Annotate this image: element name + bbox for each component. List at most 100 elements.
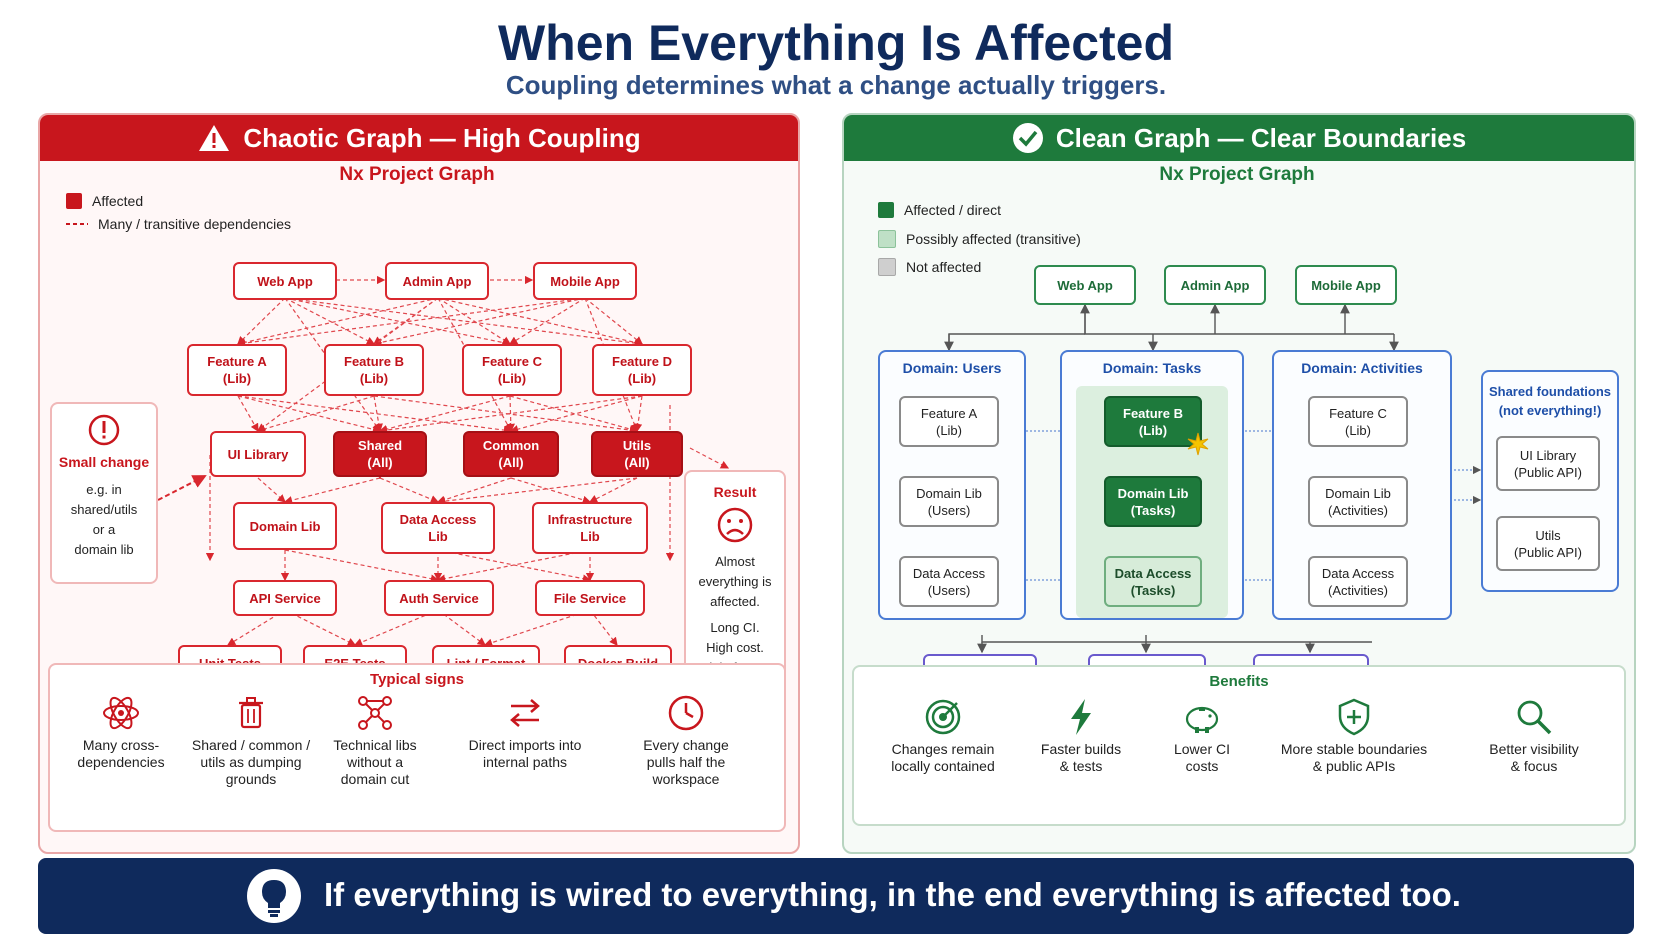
arrows-icon bbox=[510, 699, 540, 727]
legend-label: Possibly affected (transitive) bbox=[906, 231, 1081, 247]
dashed-line-icon bbox=[66, 223, 88, 225]
small-change-line: domain lib bbox=[74, 542, 134, 557]
node-sublabel: (Activities) bbox=[1328, 582, 1388, 598]
benefit-line: More stable boundaries bbox=[1280, 741, 1428, 757]
node-sublabel: (Lib) bbox=[497, 371, 527, 386]
node-sublabel: Lib bbox=[428, 529, 448, 544]
page-subtitle: Coupling determines what a change actual… bbox=[505, 70, 1167, 100]
benefit-contained: Changes remain locally contained bbox=[868, 697, 1018, 775]
sign-dumping-grounds: Shared / common / utils as dumping groun… bbox=[176, 693, 326, 788]
node-sublabel: (Lib) bbox=[935, 422, 962, 438]
activities-data-access: Data Access(Activities) bbox=[1308, 556, 1408, 607]
activities-feature-c: Feature C(Lib) bbox=[1308, 396, 1408, 447]
node-sublabel: (Users) bbox=[927, 582, 971, 598]
node-shared: Shared(All) bbox=[333, 431, 427, 477]
node-sublabel: (Activities) bbox=[1328, 502, 1388, 518]
benefit-line: & tests bbox=[1059, 758, 1103, 774]
exclamation-icon bbox=[88, 414, 120, 446]
sign-direct-imports: Direct imports into internal paths bbox=[440, 693, 610, 771]
activities-domain-lib: Domain Lib(Activities) bbox=[1308, 476, 1408, 527]
node-feature-b: Feature B(Lib) bbox=[324, 344, 424, 396]
sad-face-icon bbox=[717, 507, 753, 543]
legend-possibly-affected: Possibly affected (transitive) bbox=[878, 230, 1081, 248]
sign-line: pulls half the bbox=[646, 754, 726, 770]
tasks-feature-b: Feature B(Lib) bbox=[1104, 396, 1202, 447]
node-label: Feature A bbox=[920, 405, 978, 421]
node-label: Common bbox=[482, 438, 540, 453]
node-feature-a: Feature A(Lib) bbox=[187, 344, 287, 396]
benefits-title: Benefits bbox=[1209, 673, 1269, 690]
result-line: High cost. bbox=[706, 640, 764, 655]
shield-icon bbox=[1338, 698, 1370, 736]
sign-line: Shared / common / bbox=[191, 737, 311, 753]
node-ui-library: UI Library bbox=[210, 431, 306, 477]
legend-affected-direct: Affected / direct bbox=[878, 202, 1001, 218]
legend-label: Not affected bbox=[906, 259, 982, 275]
benefit-line: locally contained bbox=[891, 758, 995, 774]
left-graph-title: Nx Project Graph bbox=[339, 164, 495, 185]
node-sublabel: Lib bbox=[580, 529, 600, 544]
sign-line: workspace bbox=[652, 771, 720, 787]
network-icon bbox=[358, 696, 392, 730]
node-common: Common (All) bbox=[463, 431, 559, 477]
node-label: Data Access bbox=[912, 565, 986, 581]
lightning-icon bbox=[1071, 699, 1091, 735]
small-change-line: shared/utils bbox=[70, 502, 138, 517]
sign-line: without a bbox=[346, 754, 404, 770]
node-domain-lib: Domain Lib bbox=[233, 502, 337, 550]
result-callout: Result Almost everything is affected. Lo… bbox=[684, 470, 786, 690]
users-data-access: Data Access(Users) bbox=[899, 556, 999, 607]
node-sublabel: (Public API) bbox=[1514, 464, 1582, 480]
tasks-data-access: Data Access(Tasks) bbox=[1104, 556, 1202, 607]
sign-line: Every change bbox=[643, 737, 729, 753]
node-feature-d: Feature D(Lib) bbox=[592, 344, 692, 396]
transitive-swatch bbox=[878, 230, 896, 248]
node-label: Utils bbox=[622, 438, 652, 453]
page-title: When Everything Is Affected bbox=[497, 15, 1175, 71]
node-admin-app: Admin App bbox=[385, 262, 489, 300]
result-line: everything is bbox=[698, 574, 772, 589]
benefit-lower-costs: Lower CI costs bbox=[1142, 697, 1262, 775]
benefit-line: Faster builds bbox=[1040, 741, 1122, 757]
benefit-line: Lower CI bbox=[1173, 741, 1231, 757]
result-line: Long CI. bbox=[710, 620, 760, 635]
chaotic-panel-title: Chaotic Graph — High Coupling bbox=[243, 122, 641, 153]
sign-line: utils as dumping bbox=[200, 754, 302, 770]
trash-icon bbox=[239, 697, 263, 729]
benefit-line: Changes remain bbox=[891, 741, 995, 757]
sign-line: grounds bbox=[225, 771, 277, 787]
direct-swatch bbox=[878, 202, 894, 218]
node-label: Data Access bbox=[1321, 565, 1395, 581]
sign-line: Technical libs bbox=[333, 737, 417, 753]
users-feature-a: Feature A(Lib) bbox=[899, 396, 999, 447]
node-label: Feature C bbox=[1329, 405, 1387, 421]
sign-line: dependencies bbox=[77, 754, 165, 770]
small-change-line: e.g. in bbox=[86, 482, 122, 497]
sign-line: Direct imports into bbox=[468, 737, 582, 753]
benefit-visibility: Better visibility & focus bbox=[1464, 697, 1604, 775]
small-change-title: Small change bbox=[58, 454, 150, 470]
clean-panel-title: Clean Graph — Clear Boundaries bbox=[1055, 122, 1467, 153]
benefit-faster: Faster builds & tests bbox=[1016, 697, 1146, 775]
node-utils: Utils(All) bbox=[591, 431, 683, 477]
clean-node-mobile-app: Mobile App bbox=[1295, 265, 1397, 305]
typical-signs-box: Typical signs Many cross- dependencies S… bbox=[48, 663, 786, 832]
node-label: Infrastructure bbox=[547, 512, 633, 527]
domain-users-label: Domain: Users bbox=[902, 360, 1002, 376]
node-sublabel: (All) bbox=[498, 455, 524, 470]
clock-icon bbox=[668, 695, 704, 731]
clean-panel-header: Clean Graph — Clear Boundaries bbox=[844, 115, 1634, 161]
right-graph-title: Nx Project Graph bbox=[1159, 164, 1315, 185]
warning-icon bbox=[199, 125, 230, 151]
node-sublabel: (Tasks) bbox=[1130, 582, 1176, 598]
node-sublabel: (Lib) bbox=[1138, 422, 1168, 438]
check-circle-icon bbox=[1012, 123, 1043, 153]
users-domain-lib: Domain Lib(Users) bbox=[899, 476, 999, 527]
shared-title-line: (not everything!) bbox=[1498, 403, 1602, 418]
benefit-line: Better visibility bbox=[1489, 741, 1579, 757]
node-web-app: Web App bbox=[233, 262, 337, 300]
legend-transitive: Many / transitive dependencies bbox=[66, 216, 291, 232]
benefit-stable-boundaries: More stable boundaries & public APIs bbox=[1264, 697, 1444, 775]
small-change-callout: Small change e.g. in shared/utils or a d… bbox=[50, 402, 158, 584]
